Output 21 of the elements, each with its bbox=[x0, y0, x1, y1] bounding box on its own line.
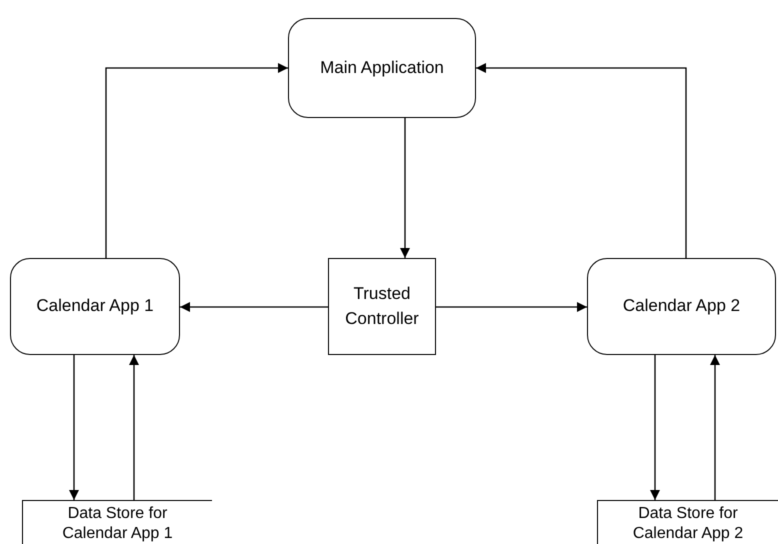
application-box bbox=[587, 258, 776, 355]
arrow bbox=[69, 355, 79, 500]
arrow bbox=[105, 63, 288, 258]
node-label: Main Application bbox=[319, 56, 445, 79]
node-label: Calendar App 2 bbox=[622, 295, 742, 318]
application-box bbox=[288, 18, 476, 118]
arrow bbox=[650, 355, 660, 500]
data-store-box bbox=[22, 500, 212, 544]
arrow bbox=[476, 63, 687, 258]
application-box bbox=[10, 258, 180, 355]
arrow bbox=[129, 355, 139, 500]
controller-box bbox=[328, 258, 436, 355]
arrow bbox=[400, 118, 410, 258]
data-store-box bbox=[597, 500, 778, 544]
node-label: Calendar App 1 bbox=[35, 295, 155, 318]
arrow bbox=[436, 302, 587, 312]
node-label: Data Store for Calendar App 2 bbox=[632, 504, 744, 544]
arrow bbox=[180, 302, 328, 312]
node-label: Data Store for Calendar App 1 bbox=[61, 504, 174, 544]
arrow bbox=[710, 355, 720, 500]
node-label: Trusted Controller bbox=[344, 282, 420, 330]
